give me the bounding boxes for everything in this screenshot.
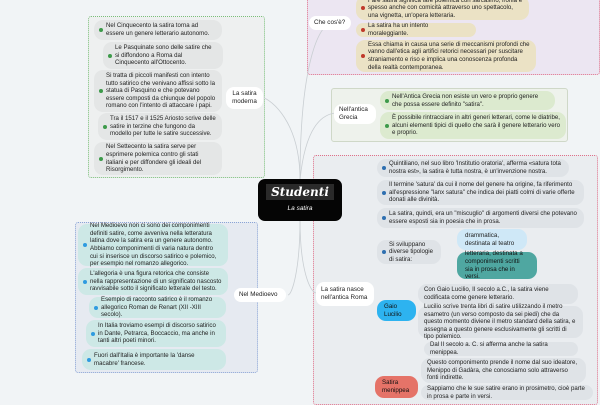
topic-gaio-lucilio[interactable]: Gaio Lucilio — [377, 300, 416, 321]
topic-antica-grecia[interactable]: Nell'antica Grecia — [334, 104, 376, 124]
list-item[interactable]: Si tratta di piccoli manifesti con inten… — [94, 70, 222, 112]
list-item[interactable]: Quintiliano, nel suo libro 'Institutio o… — [377, 159, 569, 177]
list-item[interactable]: Dal II secolo a. C. si afferma anche la … — [424, 341, 578, 356]
list-item[interactable]: Con Gaio Lucilio, II secolo a.C., la sat… — [418, 284, 578, 304]
topic-medioevo[interactable]: Nel Medioevo — [234, 288, 286, 302]
subtopic-letteraria[interactable]: letteraria, destinata a componimenti scr… — [457, 250, 537, 280]
list-item[interactable]: È possibile rintracciare in altri generi… — [380, 112, 566, 139]
list-item[interactable]: La satira, quindi, era un "miscuglio" di… — [377, 208, 584, 228]
list-item[interactable]: L'allegoria è una figura retorica che co… — [78, 268, 228, 295]
list-item[interactable]: Esempio di racconto satirico è il romanz… — [89, 296, 226, 318]
list-item[interactable]: Questo componimento prende il nome dal s… — [421, 358, 586, 383]
central-subtitle: La satira — [287, 205, 313, 212]
list-item[interactable]: Essa chiama in causa una serie di meccan… — [356, 40, 536, 72]
list-item[interactable]: In Italia troviamo esempi di discorso sa… — [86, 320, 226, 347]
topic-che-cose[interactable]: Che cos'è? — [309, 16, 351, 30]
list-item[interactable]: Fuori dall'Italia è importante la 'danse… — [82, 349, 226, 370]
list-item[interactable]: Nell'Antica Grecia non esiste un vero e … — [380, 91, 555, 110]
list-item[interactable]: Si sviluppano diverse tipologie di satir… — [377, 240, 441, 264]
list-item[interactable]: Lucilio scrive trenta libri di satire ut… — [418, 303, 583, 340]
list-item[interactable]: Nel Medioevo non ci sono dei componiment… — [78, 222, 228, 267]
topic-satira-menippea[interactable]: Satira menippea — [375, 376, 418, 398]
list-item[interactable]: Il termine 'satura' da cui il nome del g… — [377, 180, 584, 205]
list-item[interactable]: Fare satira significa fare polemica con … — [356, 0, 529, 20]
list-item[interactable]: La satira ha un intento moraleggiante. — [356, 22, 476, 37]
topic-antica-roma[interactable]: La satira nasce nell'antica Roma — [316, 282, 374, 306]
list-item[interactable]: Nel Settecento la satira serve per espri… — [94, 142, 222, 175]
central-title: Studenti — [266, 184, 334, 200]
list-item[interactable]: Le Pasquinate sono delle satire che si d… — [103, 42, 223, 69]
central-topic[interactable]: Studenti La satira — [258, 179, 342, 221]
list-item[interactable]: Nel Cinquecento la satira torna ad esser… — [94, 20, 222, 40]
topic-satira-moderna[interactable]: La satira moderna — [226, 87, 263, 109]
list-item[interactable]: Tra il 1517 e il 1525 Ariosto scrive del… — [98, 113, 222, 140]
list-item[interactable]: Sappiamo che le sue satire erano in pros… — [421, 385, 593, 400]
subtopic-drammatica[interactable]: drammatica, destinata al teatro — [457, 229, 527, 250]
